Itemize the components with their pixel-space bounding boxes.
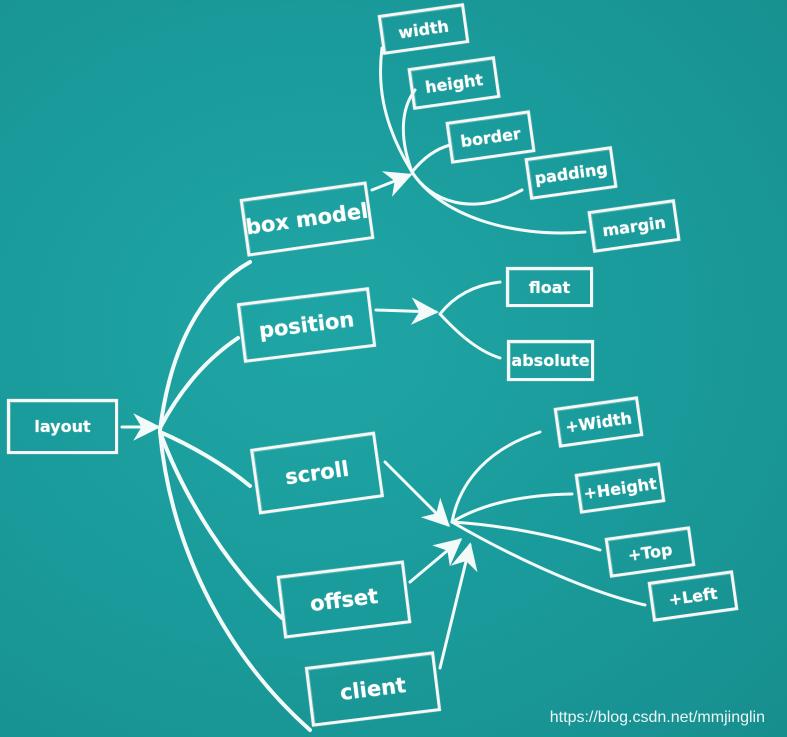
connector-fan-margin: [410, 170, 587, 235]
connector-scroll-props: [383, 460, 450, 527]
connector-fan-plus-width: [450, 430, 542, 524]
node-layout[interactable]: layout: [7, 399, 118, 454]
connector-hub-client: [158, 430, 312, 732]
connector-fan-plus-top: [450, 520, 602, 552]
connector-hub-scroll: [158, 430, 252, 488]
connector-offset-props: [408, 538, 463, 584]
node-absolute[interactable]: absolute: [507, 340, 594, 381]
connector-fan-absolute: [438, 312, 502, 360]
connector-fan-plus-left: [450, 520, 647, 607]
connector-fan-width: [379, 46, 414, 174]
connector-hub-position: [158, 336, 240, 430]
connector-fan-border: [410, 143, 452, 174]
connector-position-props: [374, 297, 439, 325]
connector-hub-offset: [158, 430, 284, 620]
connector-client-props: [438, 542, 478, 670]
watermark-text: https://blog.csdn.net/mmjinglin: [549, 709, 765, 726]
connector-boxmodel-props: [370, 171, 413, 197]
connector-hub-boxmodel: [158, 260, 252, 432]
node-float[interactable]: float: [506, 267, 593, 307]
connector-fan-float: [438, 280, 502, 316]
connector-fan-padding: [410, 170, 524, 206]
connector-fan-plus-height: [450, 492, 574, 524]
